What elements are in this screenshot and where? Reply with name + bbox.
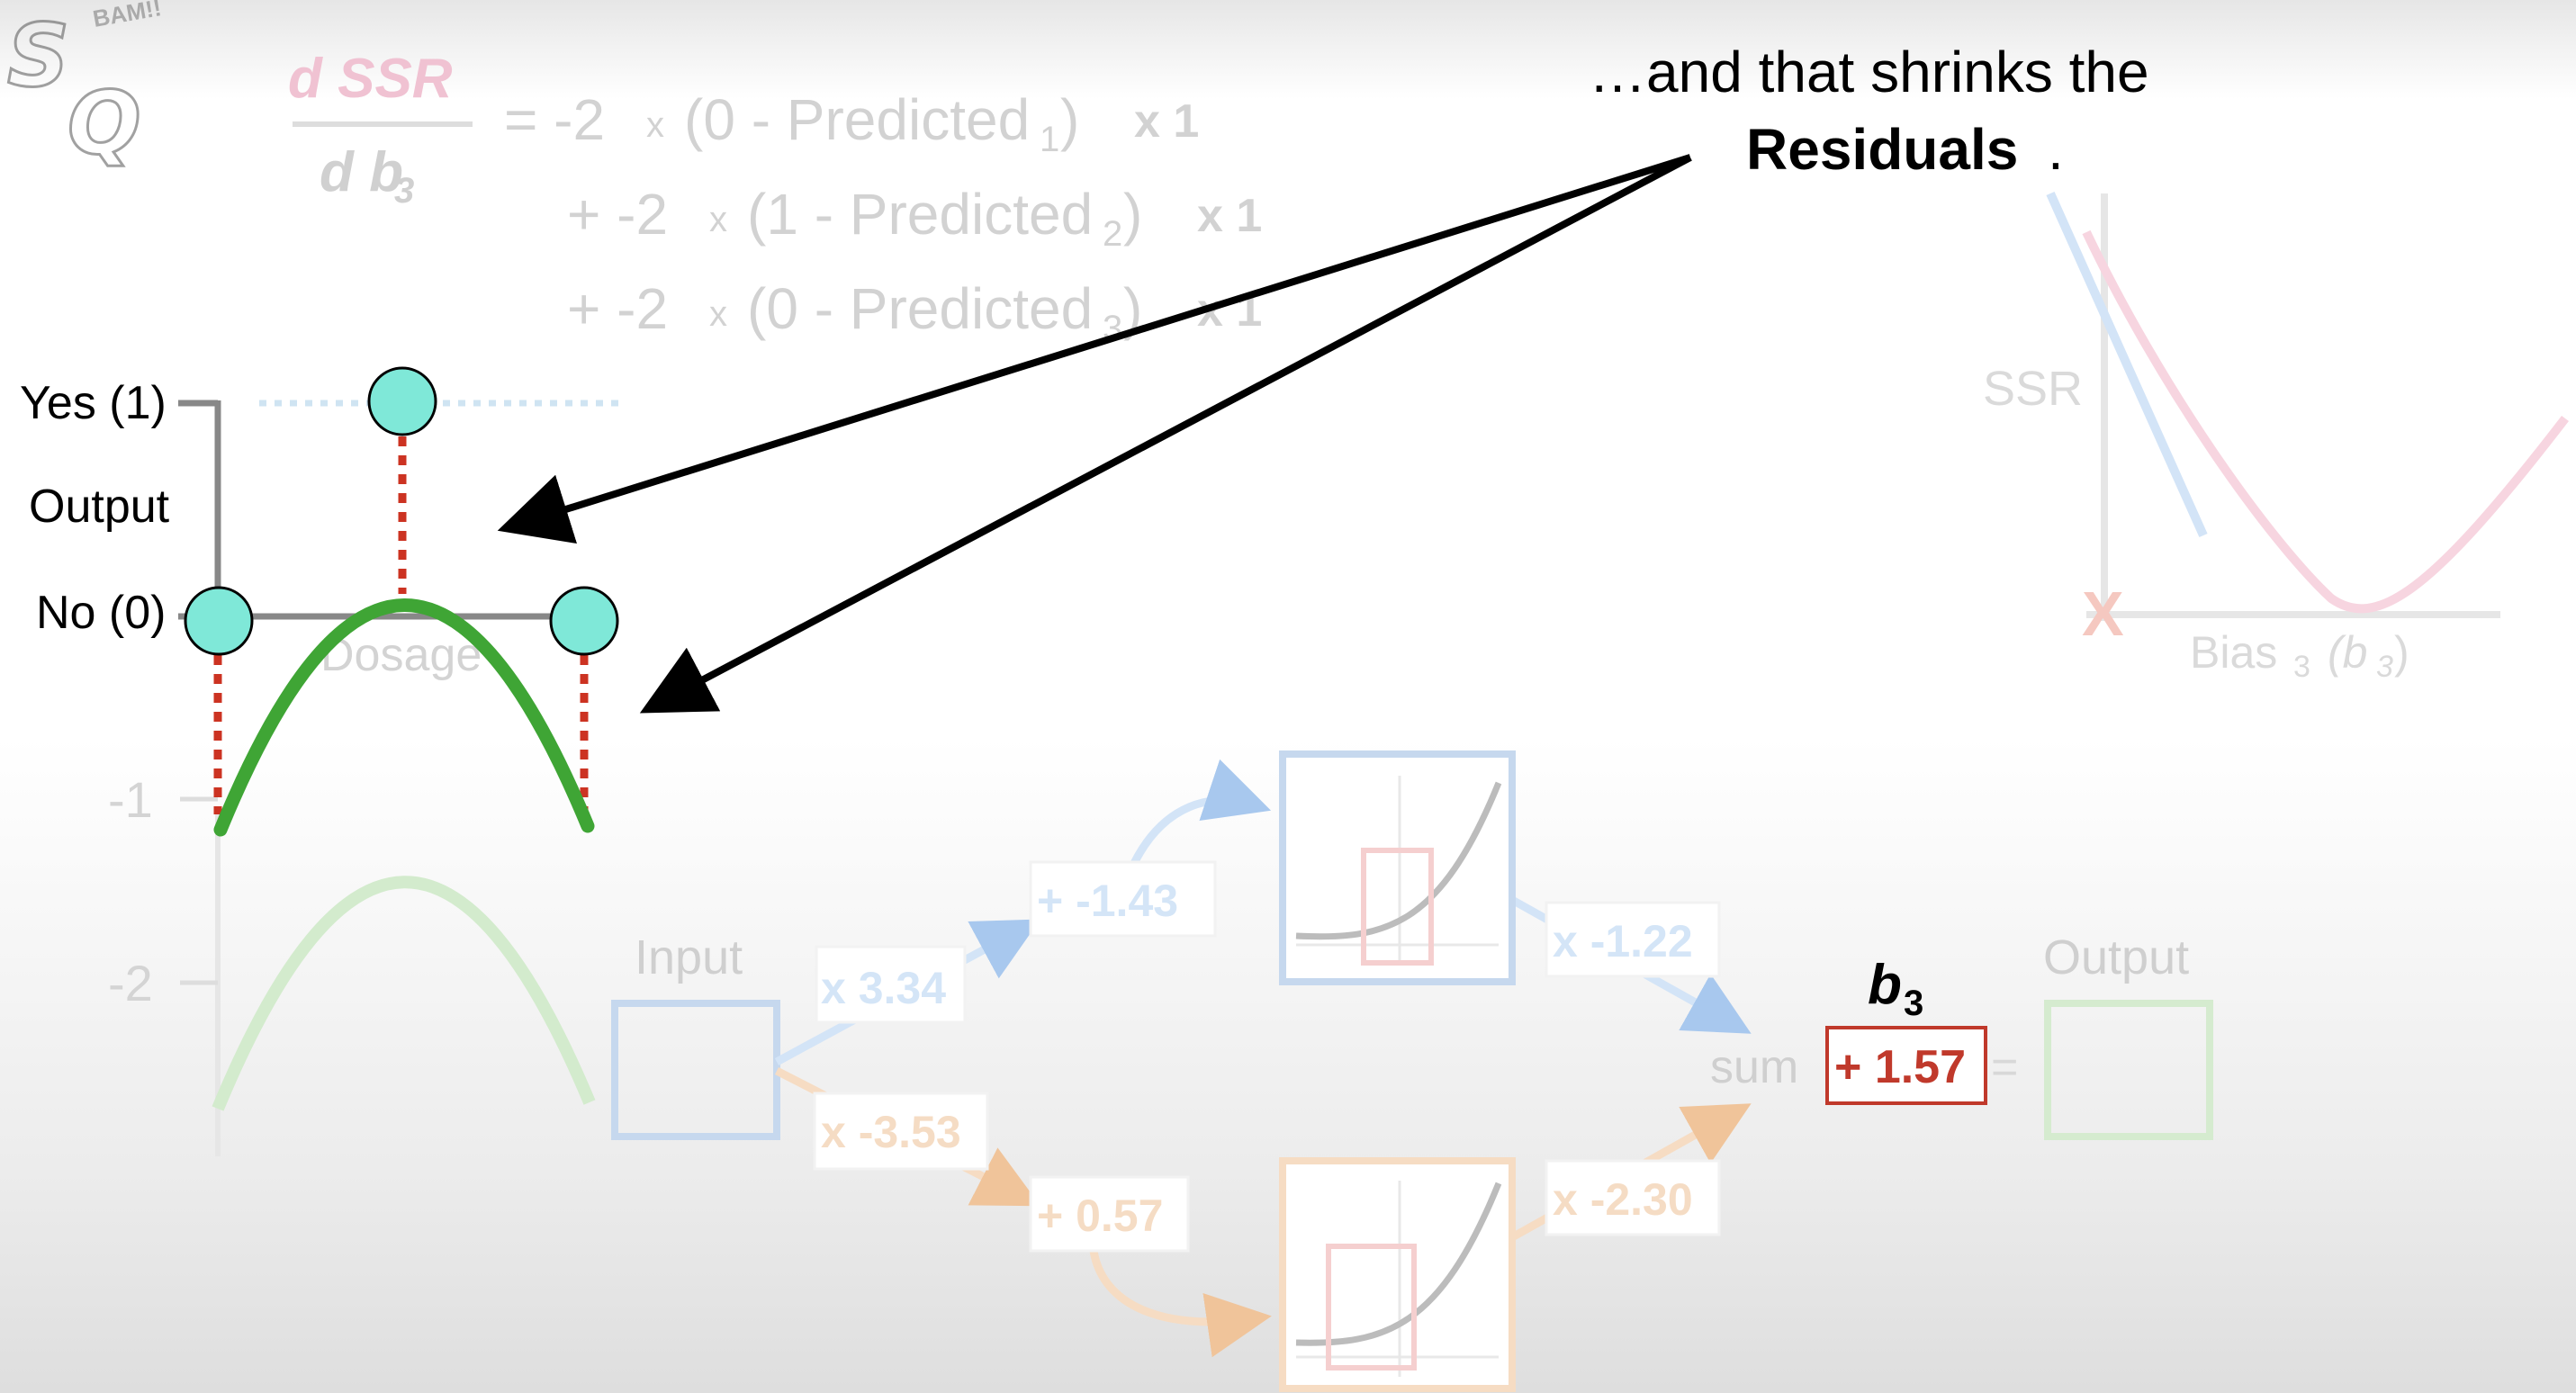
equation-line-1-close: ) [1060,87,1079,152]
output-axis-label: Output [29,481,170,533]
b3-value: + 1.57 [1834,1041,1966,1093]
ssr-x-label: Bias [2190,627,2277,678]
sum-label: sum [1710,1041,1798,1093]
bias-2-box [1029,1175,1190,1253]
input-label: Input [635,930,743,984]
ssr-x-label-paren: (b [2328,627,2367,678]
equation-line-2-body: (1 - Predicted [747,182,1093,247]
data-point-3 [549,586,619,656]
bottom-activation-node [1279,1157,1516,1392]
b3-label-sub: 3 [1904,984,1923,1023]
ssr-x-label-sub: 3 [2293,650,2310,684]
top-bias-to-activation [1125,759,1272,875]
b3-value-box [1825,1026,1987,1105]
output-label: Output [2043,930,2189,984]
statquest-logo: S Q BAM!! [6,0,164,175]
equation-denominator-sub: 3 [394,171,414,211]
weight-4-box [1545,1159,1721,1236]
bottom-bias-to-activation [1089,1250,1272,1358]
ssr-x-label-paren-sub: 3 [2376,650,2393,684]
caption: …and that shrinks the Residuals . [1589,40,2149,182]
equation-line-2-times: x [709,200,727,239]
logo-letter-q: Q [68,73,141,174]
no-label: No (0) [36,587,166,639]
ssr-y-label: SSR [1983,362,2083,416]
tick-neg2: -2 [108,955,153,1011]
yes-label: Yes (1) [20,377,167,429]
data-point-2 [367,366,437,436]
equation-line-2-close: ) [1123,182,1142,247]
ssr-x-label-close: ) [2394,627,2409,678]
logo-letter-s: S [7,5,69,106]
equation-line-1-body: (0 - Predicted [684,87,1030,152]
input-node [611,1000,780,1140]
main-plot: -1 -2 Yes (1) Output No (0) Dosage [20,366,619,1156]
weight-3-box [1545,901,1721,978]
equation-line-3-prefix: + -2 [567,276,668,341]
equation-line-2-sub: 2 [1103,214,1122,254]
bias-2: + 0.57 [1037,1191,1163,1241]
caption-line-1: …and that shrinks the [1589,40,2149,104]
bias-1-box [1029,860,1217,938]
caption-residuals: Residuals [1746,117,2018,182]
weight-2: x -3.53 [821,1107,961,1157]
b3-label: b [1868,954,1902,1016]
x-axis-label: Dosage [320,629,482,681]
logo-bam: BAM!! [91,0,164,32]
tick-neg1: -1 [108,771,153,828]
equation-line-3-times: x [709,294,727,334]
bias-1: + -1.43 [1037,876,1178,926]
ssr-current-marker: X [2082,579,2124,649]
equation-line-1-tail: x 1 [1134,95,1199,148]
equation-line-2-tail: x 1 [1197,190,1262,242]
ssr-curve [2082,229,2569,614]
weight-2-box [813,1092,989,1171]
caption-period: . [2048,117,2064,182]
prediction-curve [213,598,595,837]
arrow-to-top-residual [497,154,1692,544]
tangent-line [2046,191,2208,538]
neural-network: Input x 3.34 x -3.53 + -1.43 + 0.57 x -1… [611,750,2213,1392]
derivative-equation: d SSR d b 3 = -2 x (0 - Predicted 1 ) x … [288,48,1262,348]
equation-line-3-close: ) [1123,276,1142,341]
weight-1-box [815,945,967,1024]
data-point-1 [184,586,254,656]
equals-sign: = [1991,1041,2018,1093]
previous-curve [212,876,596,1111]
equation-line-1-prefix: = -2 [504,87,605,152]
equation-denominator: d b [320,141,403,203]
output-node [2044,1000,2213,1140]
equation-numerator: d SSR [288,48,453,110]
top-activation-node [1279,750,1516,985]
equation-line-1-sub: 1 [1040,120,1059,159]
weight-3: x -1.22 [1553,916,1693,966]
equation-line-1-times: x [646,105,664,145]
weight-4: x -2.30 [1553,1174,1693,1225]
arrow-to-curve [639,154,1692,714]
weight-1: x 3.34 [821,963,946,1013]
equation-line-3-body: (0 - Predicted [747,276,1093,341]
equation-line-2-prefix: + -2 [567,182,668,247]
ssr-plot: SSR X Bias 3 (b 3 ) [1983,191,2569,684]
